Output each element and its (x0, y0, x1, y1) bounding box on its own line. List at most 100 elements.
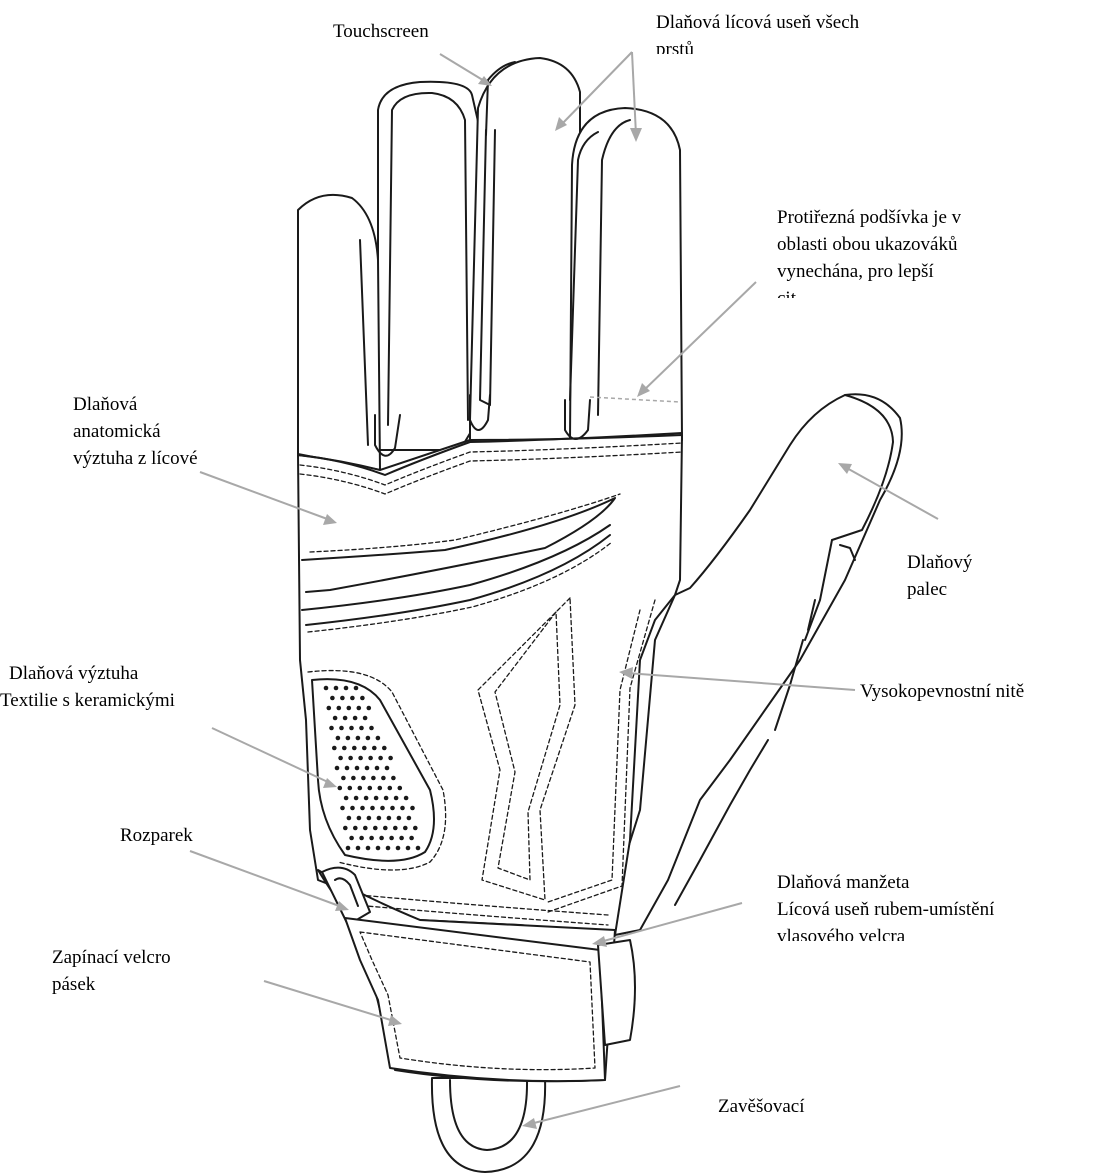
ceramic-dot (356, 846, 361, 851)
ceramic-dot (341, 776, 346, 781)
ceramic-dot (333, 716, 338, 721)
ceramic-dot (369, 836, 374, 841)
ceramic-dot (360, 696, 365, 701)
ceramic-dot (332, 746, 337, 751)
ceramic-dot (338, 786, 343, 791)
ceramic-dot (363, 716, 368, 721)
ceramic-dot (324, 686, 329, 691)
label-touchscreen: Touchscreen (333, 18, 429, 45)
ceramic-dot (334, 686, 339, 691)
ceramic-dot (360, 806, 365, 811)
ceramic-dot (356, 736, 361, 741)
ceramic-dot (382, 746, 387, 751)
ceramic-dot (384, 796, 389, 801)
ceramic-dot (359, 726, 364, 731)
ceramic-dot (340, 696, 345, 701)
ceramic-dot (357, 816, 362, 821)
ceramic-dot (340, 806, 345, 811)
ceramic-dot (338, 756, 343, 761)
ceramic-dot (353, 716, 358, 721)
ceramic-dot (346, 736, 351, 741)
ceramic-dot (372, 746, 377, 751)
ceramic-dot (376, 736, 381, 741)
ceramic-dot (344, 796, 349, 801)
ceramic-dot (367, 816, 372, 821)
ceramic-dot (379, 836, 384, 841)
ceramic-dot (390, 806, 395, 811)
fingers (298, 58, 682, 470)
ceramic-dot (343, 716, 348, 721)
ceramic-dot (348, 756, 353, 761)
ceramic-dot (369, 726, 374, 731)
label-ceramic-reinforcement: Dlaňová výztuha Textilie s keramickými (0, 660, 175, 714)
ceramic-dot (367, 706, 372, 711)
ceramic-dot (375, 766, 380, 771)
ceramic-dot (361, 776, 366, 781)
ceramic-dot (345, 766, 350, 771)
ceramic-dot (400, 806, 405, 811)
ceramic-dot (330, 696, 335, 701)
ceramic-dot (373, 826, 378, 831)
ceramic-dot (354, 686, 359, 691)
ceramic-dot (362, 746, 367, 751)
ceramic-dot (359, 836, 364, 841)
ceramic-dot (389, 836, 394, 841)
ceramic-dot (385, 766, 390, 771)
ceramic-dot (346, 846, 351, 851)
ceramic-dot (336, 736, 341, 741)
label-anti-cut-lining: Protiřezná podšívka je v oblasti obou uk… (777, 204, 961, 298)
ceramic-dot (350, 806, 355, 811)
ceramic-dot (393, 826, 398, 831)
ceramic-dot (378, 756, 383, 761)
ceramic-dot (344, 686, 349, 691)
label-spacer: Rozparek (120, 822, 193, 849)
ceramic-dot (371, 776, 376, 781)
ceramic-dot (366, 736, 371, 741)
ceramic-dot (353, 826, 358, 831)
label-hanging-loop: Zavěšovací (718, 1093, 805, 1120)
ceramic-dot (349, 726, 354, 731)
ceramic-dot (327, 706, 332, 711)
ceramic-dot (394, 796, 399, 801)
label-thumb: Dlaňový palec (907, 549, 972, 603)
ceramic-dot (388, 786, 393, 791)
ceramic-dot (388, 756, 393, 761)
ceramic-dot (391, 776, 396, 781)
ceramic-dot (348, 786, 353, 791)
ceramic-dot (386, 846, 391, 851)
ceramic-dot (380, 806, 385, 811)
ceramic-dot (329, 726, 334, 731)
ceramic-dot (366, 846, 371, 851)
ceramic-dot (354, 796, 359, 801)
ceramic-dot (363, 826, 368, 831)
ceramic-dot (368, 756, 373, 761)
ceramic-dot (343, 826, 348, 831)
ceramic-dot (351, 776, 356, 781)
ceramic-dot (358, 756, 363, 761)
ceramic-dot (358, 786, 363, 791)
ceramic-dot (416, 846, 421, 851)
ceramic-dot (397, 816, 402, 821)
ceramic-dot (383, 826, 388, 831)
label-palm-cuff: Dlaňová manžeta Lícová useň rubem-umístě… (777, 869, 994, 941)
ceramic-dot (399, 836, 404, 841)
ceramic-dot (410, 806, 415, 811)
ceramic-dot (368, 786, 373, 791)
ceramic-dot (403, 826, 408, 831)
ceramic-dot (357, 706, 362, 711)
ceramic-dot (406, 846, 411, 851)
ceramic-dot (387, 816, 392, 821)
ceramic-dot (413, 826, 418, 831)
ceramic-dot (365, 766, 370, 771)
label-velcro-strap: Zapínací velcro pásek (52, 944, 171, 998)
ceramic-dot (370, 806, 375, 811)
palm (298, 395, 682, 935)
ceramic-dot (349, 836, 354, 841)
label-palm-reinforcement: Dlaňová anatomická výztuha z lícové (73, 391, 198, 472)
ceramic-dot (355, 766, 360, 771)
ceramic-dot (342, 746, 347, 751)
ceramic-dot (337, 706, 342, 711)
ceramic-dot (339, 726, 344, 731)
label-high-strength-thread: Vysokopevnostní nitě (860, 678, 1024, 705)
